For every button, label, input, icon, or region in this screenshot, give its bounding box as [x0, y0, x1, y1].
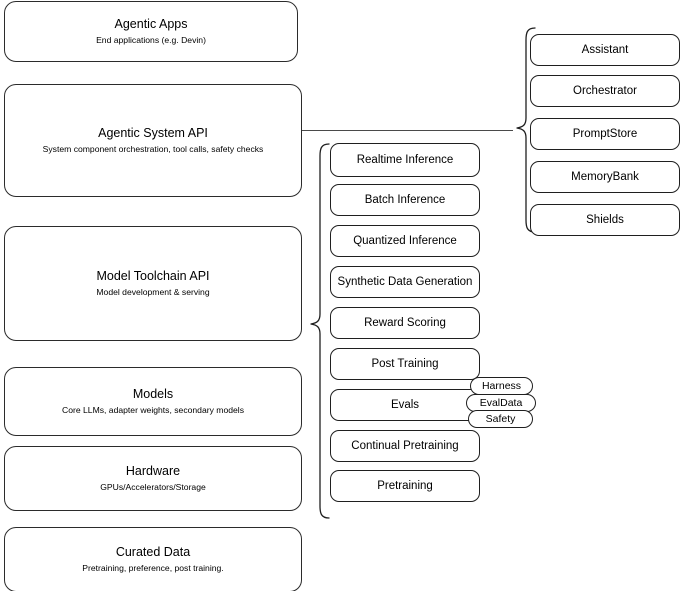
- item-box-pretraining[interactable]: Pretraining: [330, 470, 480, 502]
- item-box-continual-pretraining[interactable]: Continual Pretraining: [330, 430, 480, 462]
- tag-pill-safety[interactable]: Safety: [468, 410, 533, 428]
- layer-title: Agentic Apps: [114, 17, 188, 31]
- item-label: Quantized Inference: [353, 234, 457, 247]
- item-label: Evals: [390, 398, 420, 411]
- item-box-promptstore[interactable]: PromptStore: [530, 118, 680, 150]
- item-box-post-training[interactable]: Post Training: [330, 348, 480, 380]
- tag-pill-evaldata[interactable]: EvalData: [466, 394, 536, 412]
- tag-label: Safety: [485, 413, 516, 425]
- layer-title: Models: [132, 387, 174, 401]
- tag-pill-harness[interactable]: Harness: [470, 377, 533, 395]
- item-label: Shields: [586, 213, 624, 226]
- item-label: Synthetic Data Generation: [337, 275, 473, 288]
- layer-title: Agentic System API: [98, 126, 208, 140]
- layer-subtitle: Core LLMs, adapter weights, secondary mo…: [62, 405, 244, 415]
- item-box-shields[interactable]: Shields: [530, 204, 680, 236]
- item-label: Reward Scoring: [364, 316, 446, 329]
- layer-title: Model Toolchain API: [96, 269, 210, 283]
- layer-box-curated-data[interactable]: Curated Data Pretraining, preference, po…: [4, 527, 302, 591]
- connector-line-system-api: [302, 130, 513, 132]
- item-label: Realtime Inference: [356, 153, 454, 166]
- item-label: Continual Pretraining: [351, 439, 459, 452]
- item-label: Assistant: [581, 43, 629, 56]
- item-box-realtime-inference[interactable]: Realtime Inference: [330, 143, 480, 177]
- layer-title: Curated Data: [115, 545, 191, 559]
- item-label: MemoryBank: [571, 170, 639, 183]
- item-box-memorybank[interactable]: MemoryBank: [530, 161, 680, 193]
- item-label: Pretraining: [377, 479, 433, 492]
- brace-system-components: [516, 27, 536, 233]
- item-box-synthetic-data-generation[interactable]: Synthetic Data Generation: [330, 266, 480, 298]
- item-box-evals[interactable]: Evals: [330, 389, 480, 421]
- item-label: Orchestrator: [573, 84, 637, 97]
- layer-box-hardware[interactable]: Hardware GPUs/Accelerators/Storage: [4, 446, 302, 511]
- layer-subtitle: Model development & serving: [96, 287, 210, 297]
- layer-title: Hardware: [125, 464, 181, 478]
- tag-label: EvalData: [479, 397, 523, 409]
- layer-subtitle: Pretraining, preference, post training.: [82, 563, 224, 573]
- layer-subtitle: GPUs/Accelerators/Storage: [100, 482, 206, 492]
- item-box-reward-scoring[interactable]: Reward Scoring: [330, 307, 480, 339]
- layer-box-agentic-system-api[interactable]: Agentic System API System component orch…: [4, 84, 302, 197]
- layer-subtitle: End applications (e.g. Devin): [96, 35, 206, 45]
- item-box-assistant[interactable]: Assistant: [530, 34, 680, 66]
- item-box-orchestrator[interactable]: Orchestrator: [530, 75, 680, 107]
- item-label: Post Training: [371, 357, 439, 370]
- item-box-quantized-inference[interactable]: Quantized Inference: [330, 225, 480, 257]
- layer-box-models[interactable]: Models Core LLMs, adapter weights, secon…: [4, 367, 302, 436]
- layer-box-agentic-apps[interactable]: Agentic Apps End applications (e.g. Devi…: [4, 1, 298, 62]
- layer-box-model-toolchain-api[interactable]: Model Toolchain API Model development & …: [4, 226, 302, 341]
- item-label: PromptStore: [572, 127, 638, 140]
- layer-subtitle: System component orchestration, tool cal…: [42, 144, 264, 154]
- brace-toolchain: [310, 143, 330, 519]
- item-box-batch-inference[interactable]: Batch Inference: [330, 184, 480, 216]
- item-label: Batch Inference: [364, 193, 446, 206]
- tag-label: Harness: [481, 380, 522, 392]
